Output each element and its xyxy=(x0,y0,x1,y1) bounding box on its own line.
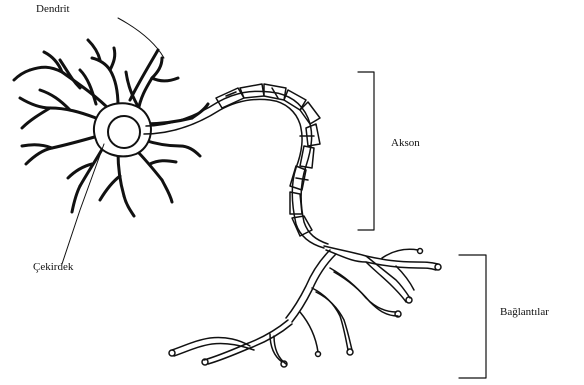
axon-terminals xyxy=(169,246,441,367)
akson-bracket xyxy=(358,72,374,230)
brackets xyxy=(358,72,486,378)
nucleus xyxy=(108,116,140,148)
baglantilar-label: Bağlantılar xyxy=(500,307,549,318)
axon xyxy=(144,84,328,248)
cekirdek-leader-line xyxy=(62,144,104,264)
akson-label: Akson xyxy=(391,138,420,149)
baglantilar-bracket xyxy=(459,255,486,378)
dendrit-label: Dendrit xyxy=(36,4,70,15)
cekirdek-label: Çekirdek xyxy=(33,262,73,273)
